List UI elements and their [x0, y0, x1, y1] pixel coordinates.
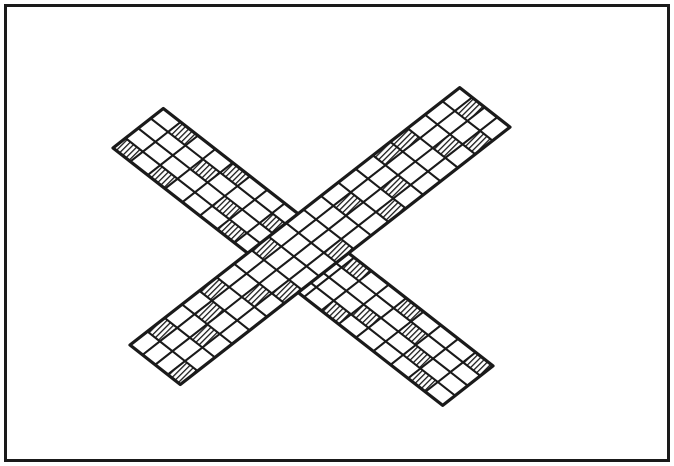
x-shaped-crossword-grid	[0, 0, 674, 466]
